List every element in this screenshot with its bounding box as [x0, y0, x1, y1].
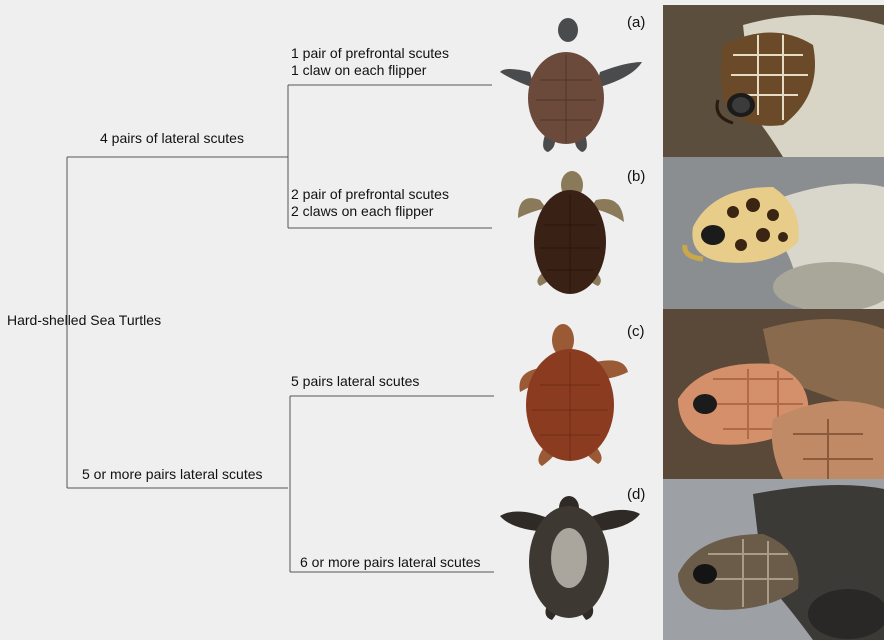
- turtle-a-dorsal: [500, 18, 642, 152]
- head-photo-d: [663, 479, 884, 640]
- head-photo-a: [663, 5, 884, 157]
- turtle-b-dorsal: [518, 171, 624, 294]
- head-photo-b: [663, 157, 884, 309]
- turtle-d-dorsal: [500, 496, 640, 620]
- turtle-c-dorsal: [519, 324, 628, 466]
- head-photo-c: [663, 309, 884, 479]
